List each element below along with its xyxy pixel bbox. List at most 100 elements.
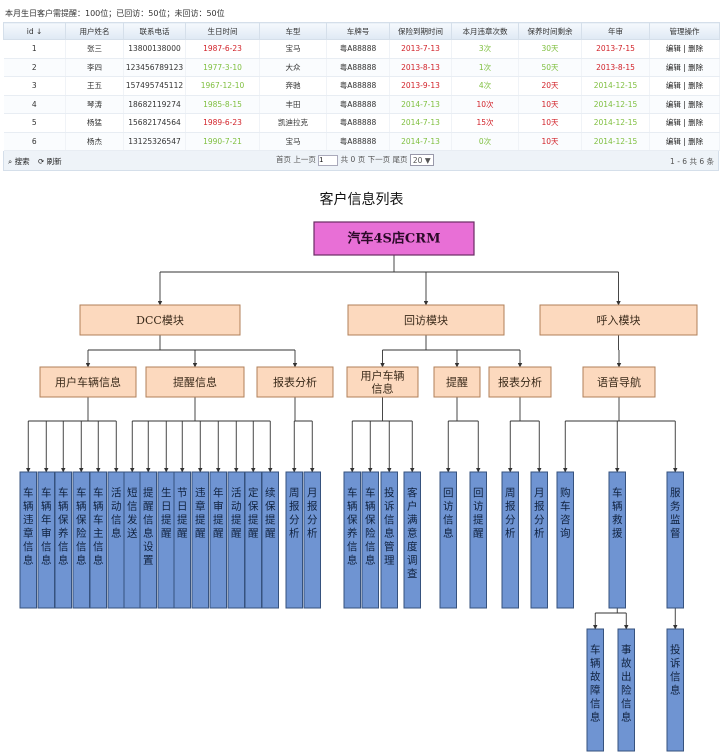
- leaf-node: 短信发送: [123, 471, 141, 609]
- sub-leaf-node-label: 车辆故障信息: [590, 643, 601, 724]
- customer-grid: 本月生日客户需提醒：100位；已回访：50位；未回访：50位 id ↓用户姓名联…: [3, 6, 720, 171]
- group-node-shape: [145, 366, 245, 398]
- sub-leaf-node-label: 事故出险信息: [621, 643, 632, 724]
- table-cell: 15682174564: [123, 113, 186, 133]
- root-node-shape: [313, 221, 475, 256]
- table-cell: 粤A88888: [326, 113, 390, 133]
- module-node-shape: [79, 304, 241, 336]
- delete-link[interactable]: 删除: [688, 81, 704, 91]
- id-sort-header[interactable]: id ↓: [3, 22, 66, 40]
- first-prev-page-links[interactable]: 首页 上一页: [276, 155, 316, 164]
- module-node: 呼入模块: [539, 304, 698, 336]
- delete-link[interactable]: 删除: [688, 44, 704, 54]
- leaf-node: 服务监督: [666, 471, 684, 609]
- leaf-node: 车辆保险信息: [361, 471, 379, 609]
- leaf-node-label: 回访提醒: [473, 487, 484, 540]
- table-cell: 13125326547: [123, 132, 186, 151]
- leaf-node-label: 购车咨询: [560, 486, 571, 540]
- leaf-node: 周报分析: [285, 471, 303, 609]
- action-separator: |: [680, 81, 689, 91]
- leaf-node-label: 违章提醒: [195, 487, 206, 540]
- root-node-label: 汽车4S店CRM: [348, 231, 441, 247]
- table-cell: 2014-7-13: [389, 113, 452, 133]
- leaf-node: 生日提醒: [157, 471, 175, 609]
- table-cell: 10次: [451, 95, 519, 114]
- leaf-node: 车辆违章信息: [19, 471, 37, 609]
- leaf-node-shape: [209, 471, 227, 609]
- group-node-label: 用户车辆信息: [361, 369, 405, 396]
- column-header: 联系电话: [123, 22, 186, 40]
- birthday-reminder-bar: 本月生日客户需提醒：100位；已回访：50位；未回访：50位: [5, 9, 225, 18]
- module-node-label: DCC模块: [136, 314, 184, 327]
- table-cell: 2013-8-13: [389, 58, 452, 77]
- table-cell: 李四: [65, 58, 124, 77]
- leaf-node: 活动信息: [107, 471, 125, 609]
- edit-link[interactable]: 编辑: [665, 62, 681, 72]
- leaf-node: 节日提醒: [173, 471, 191, 609]
- leaf-node: 车辆保险信息: [72, 471, 90, 609]
- sub-leaf-node-shape: [617, 628, 635, 752]
- leaf-node-label: 活动信息: [111, 487, 122, 540]
- page-number-input[interactable]: [318, 154, 339, 166]
- leaf-node: 年审提醒: [209, 471, 227, 609]
- table-cell: 1967-12-10: [185, 76, 260, 96]
- edit-link[interactable]: 编辑: [665, 81, 681, 91]
- action-separator: |: [680, 62, 689, 72]
- module-node-shape: [347, 304, 505, 336]
- row-actions: 编辑 | 删除: [649, 132, 720, 151]
- leaf-node-label: 续保提醒: [265, 486, 276, 540]
- delete-link[interactable]: 删除: [688, 136, 704, 146]
- leaf-node-label: 车辆救援: [612, 486, 623, 540]
- table-header-row: id ↓用户姓名联系电话生日时间车型车牌号保险到期时间本月违章次数保养时间剩余年…: [3, 22, 720, 40]
- group-node-shape: [256, 366, 334, 398]
- table-cell: 30天: [518, 39, 582, 59]
- leaf-node-label: 周报分析: [289, 487, 300, 540]
- leaf-node: 提醒信息设置: [139, 471, 157, 609]
- table-cell: 123456789123: [123, 58, 186, 77]
- table-cell: 1989-6-23: [185, 113, 260, 133]
- leaf-node-shape: [380, 471, 398, 609]
- column-header: 年审: [581, 22, 650, 40]
- table-cell: 1977-3-10: [185, 58, 260, 77]
- leaf-node: 月报分析: [530, 471, 548, 609]
- column-header: 生日时间: [185, 22, 260, 40]
- edit-link[interactable]: 编辑: [665, 118, 681, 128]
- refresh-button[interactable]: ⟳ 刷新: [37, 157, 62, 166]
- column-header: 用户姓名: [65, 22, 124, 40]
- table-cell: 1次: [451, 58, 519, 77]
- leaf-node-label: 活动提醒: [231, 487, 242, 540]
- group-node-label: 提醒: [446, 376, 468, 389]
- group-node-shape: [346, 366, 419, 398]
- next-last-page-links[interactable]: 下一页 尾页: [367, 155, 408, 164]
- table-cell: 2014-12-15: [581, 132, 650, 151]
- delete-link[interactable]: 删除: [688, 62, 704, 72]
- edit-link[interactable]: 编辑: [665, 99, 681, 109]
- delete-link[interactable]: 删除: [688, 99, 704, 109]
- search-button[interactable]: ⌕ 搜索: [8, 157, 30, 166]
- group-node-shape: [488, 366, 552, 398]
- delete-link[interactable]: 删除: [688, 118, 704, 128]
- sub-leaf-node-shape: [586, 628, 604, 752]
- leaf-node-label: 车辆车主信息: [93, 486, 104, 567]
- table-cell: 1990-7-21: [185, 132, 260, 151]
- group-node: 提醒信息: [145, 366, 245, 398]
- leaf-node: 车辆车主信息: [89, 471, 107, 609]
- sub-leaf-node: 车辆故障信息: [586, 628, 604, 752]
- table-cell: 20天: [518, 76, 582, 96]
- table-cell: 宝马: [259, 39, 327, 59]
- edit-link[interactable]: 编辑: [665, 136, 681, 146]
- leaf-node-shape: [439, 471, 457, 609]
- leaf-node-shape: [403, 471, 421, 609]
- leaf-node-shape: [89, 471, 107, 609]
- page-size-select[interactable]: 20 ▼: [409, 154, 434, 166]
- pager-bar: ⌕ 搜索 ⟳ 刷新 首页 上一页 共 0 页 下一页 尾页 20 ▼ 1 - 6…: [3, 151, 719, 171]
- table-cell: 琴涛: [65, 95, 124, 114]
- leaf-node-shape: [608, 471, 626, 609]
- group-node: 报表分析: [256, 366, 334, 398]
- diagram-connectors: [26, 255, 678, 630]
- edit-link[interactable]: 编辑: [665, 44, 681, 54]
